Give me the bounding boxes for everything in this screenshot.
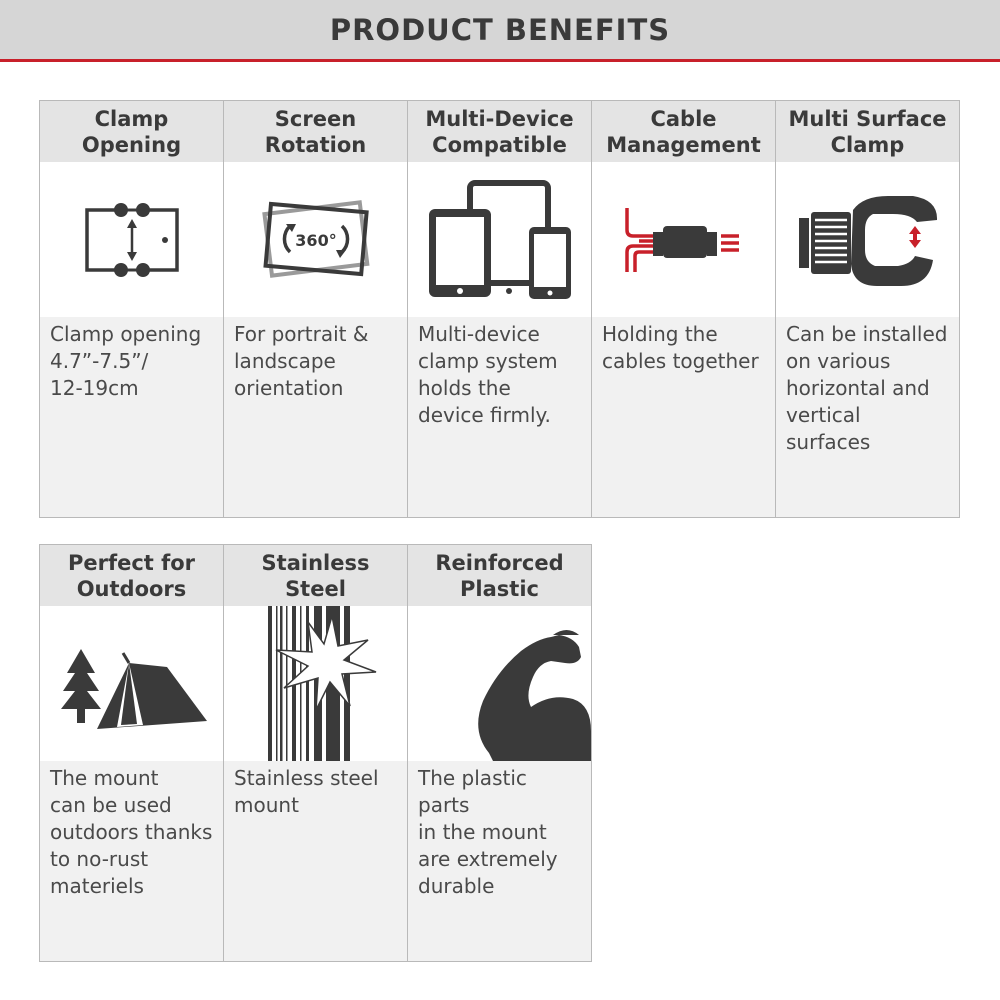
benefit-card-clamp-opening: Clamp Opening Clamp opening 4.7”-7.5”/ 1… [40,101,224,518]
benefit-card-multi-surface: Multi Surface Clamp [776,101,960,518]
benefits-row-2: Perfect for Outdoors The mount can be us… [39,544,592,962]
benefit-title: Reinforced Plastic [408,545,591,606]
benefit-card-multi-device: Multi-Device Compatible Multi-device cla… [408,101,592,518]
benefit-title: Perfect for Outdoors [40,545,223,606]
benefit-description: Holding the cables together [592,317,775,517]
benefit-description: The mount can be used outdoors thanks to… [40,761,223,961]
benefits-row-1: Clamp Opening Clamp opening 4.7”-7.5”/ 1… [39,100,960,518]
strong-arm-icon [478,630,591,761]
cable-management-icon [624,207,739,272]
clamp-opening-icon [84,202,179,277]
benefit-title: Cable Management [592,101,775,162]
benefit-card-screen-rotation: Screen Rotation 360° For portrait & land… [224,101,408,518]
benefit-description: Multi-device clamp system holds the devi… [408,317,591,517]
tent-icon [60,648,207,729]
benefit-card-outdoors: Perfect for Outdoors The mount can be us… [40,545,224,962]
benefit-title: Stainless Steel [224,545,407,606]
benefit-card-cable-management: Cable Management Holding the cables toge… [592,101,776,518]
steel-icon [267,606,376,761]
benefit-title: Screen Rotation [224,101,407,162]
screen-rotation-icon: 360° [261,199,370,278]
benefit-card-stainless-steel: Stainless Steel Stainless steel mount [224,545,408,962]
surface-clamp-icon [798,195,937,286]
benefit-title: Clamp Opening [40,101,223,162]
rotation-label: 360° [295,231,336,250]
page-title: PRODUCT BENEFITS [329,12,671,47]
benefit-description: The plastic parts in the mount are extre… [408,761,591,961]
benefit-title: Multi-Device Compatible [408,101,591,162]
benefit-description: Clamp opening 4.7”-7.5”/ 12-19cm [40,317,223,517]
benefit-title: Multi Surface Clamp [776,101,959,162]
benefit-description: Stainless steel mount [224,761,407,961]
benefit-description: For portrait & landscape orientation [224,317,407,517]
benefit-card-reinforced-plastic: Reinforced Plastic The plastic parts in … [408,545,592,962]
benefit-description: Can be installed on various horizontal a… [776,317,959,517]
header-banner: PRODUCT BENEFITS [0,0,1000,62]
multi-device-icon [428,180,571,299]
